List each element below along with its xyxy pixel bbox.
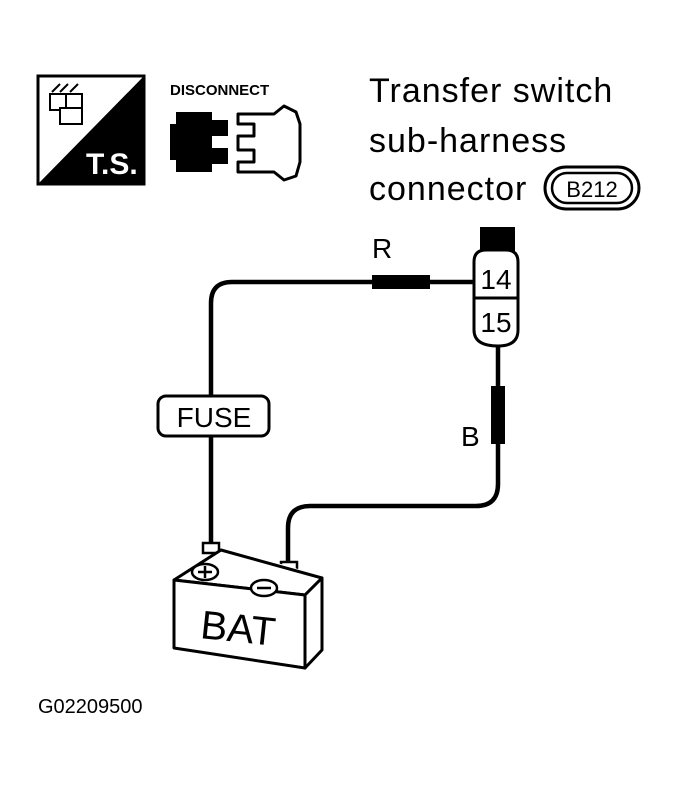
wire-r-sleeve [372, 275, 430, 289]
figure-code: G02209500 [38, 696, 143, 718]
connector-lock-tab [480, 227, 515, 251]
ts-icon: T.S. [36, 74, 146, 186]
connector-id-badge: B212 [543, 165, 641, 211]
title-line-3: connector [369, 170, 527, 208]
wire-b-sleeve [491, 386, 505, 444]
connector-id-text: B212 [566, 177, 617, 202]
disconnect-label: DISCONNECT [170, 82, 269, 99]
connector-title: Transfer switch sub-harness connector [369, 72, 613, 208]
connector-male-icon [170, 112, 228, 172]
connector-b212: 14 15 [472, 227, 520, 348]
wire-r [208, 279, 477, 399]
fuse: FUSE [156, 394, 271, 438]
ts-label: T.S. [86, 148, 138, 181]
battery-label: BAT [199, 603, 278, 655]
terminal-14: 14 [480, 264, 511, 295]
wire-b [285, 337, 501, 571]
terminal-15: 15 [480, 307, 511, 338]
title-line-2: sub-harness [369, 122, 567, 160]
wire-r-color: R [372, 233, 392, 264]
connector-female-icon [236, 104, 302, 182]
battery: BAT [172, 541, 324, 670]
fuse-label: FUSE [177, 402, 252, 433]
wire-b-color: B [461, 421, 480, 452]
battery-side [303, 576, 324, 670]
disconnect-icon: DISCONNECT [170, 82, 302, 182]
title-line-1: Transfer switch [369, 72, 613, 110]
connector-sketch-icon [49, 83, 83, 125]
